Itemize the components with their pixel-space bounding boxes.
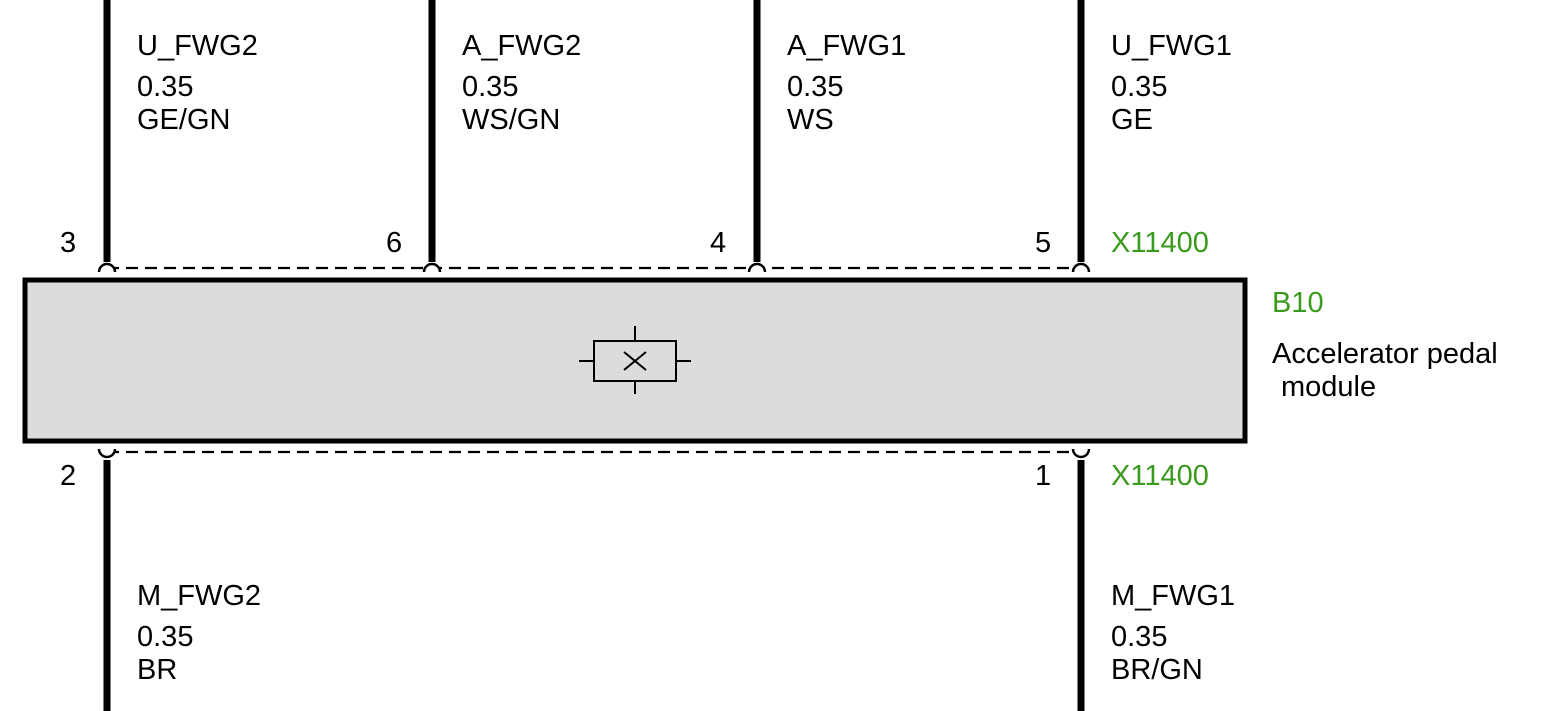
pin-5-contact <box>1071 262 1091 273</box>
cross-section: 0.35 <box>137 71 194 103</box>
color-code: GE/GN <box>137 104 231 136</box>
component-name: Accelerator pedal module <box>1272 338 1498 404</box>
signal-name: M_FWG2 <box>137 580 262 612</box>
sensor-symbol-icon <box>579 326 691 394</box>
pin-1-contact <box>1071 448 1091 459</box>
signal-name: M_FWG1 <box>1111 580 1236 612</box>
color-code: GE <box>1111 104 1153 136</box>
cross-section: 0.35 <box>1111 621 1168 653</box>
pin-number-6: 6 <box>386 227 403 259</box>
wire-label-a-fwg1: A_FWG1 0.35 WS <box>787 30 906 137</box>
pin-number-1: 1 <box>1035 460 1052 492</box>
component-id[interactable]: B10 <box>1272 287 1324 319</box>
pin-4-contact <box>747 262 767 273</box>
color-code: BR/GN <box>1111 654 1203 686</box>
cross-section: 0.35 <box>462 71 519 103</box>
component-name-line2: module <box>1281 371 1377 403</box>
connector-id-top[interactable]: X11400 <box>1111 227 1209 259</box>
color-code: BR <box>137 654 178 686</box>
pin-number-5: 5 <box>1035 227 1052 259</box>
pin-number-3: 3 <box>60 227 77 259</box>
color-code: WS <box>787 104 834 136</box>
component-name-line1: Accelerator pedal <box>1272 338 1498 370</box>
pin-number-2: 2 <box>60 460 77 492</box>
wire-label-m-fwg1: M_FWG1 0.35 BR/GN <box>1111 580 1235 687</box>
signal-name: A_FWG2 <box>462 30 582 62</box>
cross-section: 0.35 <box>787 71 844 103</box>
signal-name: A_FWG1 <box>787 30 907 62</box>
wire-label-m-fwg2: M_FWG2 0.35 BR <box>137 580 261 687</box>
cross-section: 0.35 <box>137 621 194 653</box>
cross-section: 0.35 <box>1111 71 1168 103</box>
wire-label-u-fwg2: U_FWG2 0.35 GE/GN <box>137 30 258 137</box>
wire-label-u-fwg1: U_FWG1 0.35 GE <box>1111 30 1232 137</box>
connector-id-bottom[interactable]: X11400 <box>1111 460 1209 492</box>
pin-number-4: 4 <box>710 227 727 259</box>
pin-6-contact <box>422 262 442 273</box>
wire-label-a-fwg2: A_FWG2 0.35 WS/GN <box>462 30 581 137</box>
pin-3-contact <box>97 262 117 273</box>
signal-name: U_FWG1 <box>1111 30 1232 62</box>
color-code: WS/GN <box>462 104 561 136</box>
pin-2-contact <box>97 448 117 459</box>
signal-name: U_FWG2 <box>137 30 258 62</box>
